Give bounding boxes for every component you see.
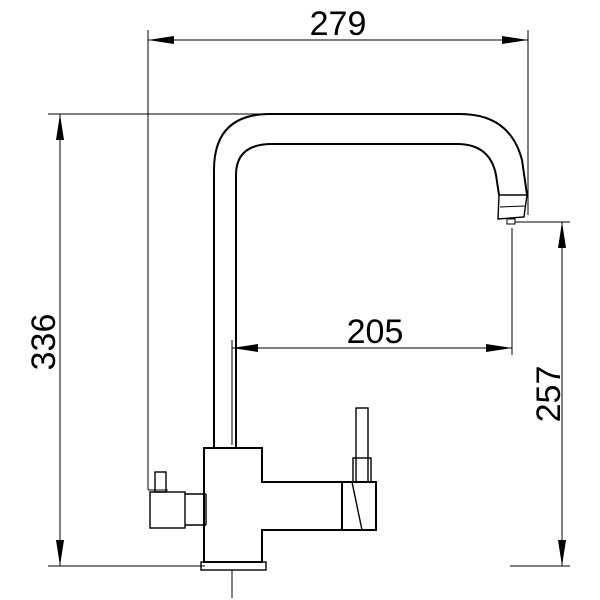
width-arrow-right <box>502 36 528 44</box>
reach-dimension: 205 <box>231 228 513 445</box>
height-label: 336 <box>25 314 63 371</box>
height-arrow-top <box>56 114 64 140</box>
spout-height-dimension: 257 <box>510 221 570 567</box>
lever-handle <box>355 407 369 483</box>
width-arrow-left <box>148 36 174 44</box>
lever-wedge <box>342 481 363 531</box>
reach-arrow-left <box>232 344 258 352</box>
spout-outer <box>213 113 528 448</box>
reach-arrow-right <box>486 344 512 352</box>
base-plate <box>200 561 267 571</box>
spout-inner <box>235 143 500 448</box>
height-arrow-bottom <box>56 540 64 566</box>
mixer-body <box>203 447 343 563</box>
spout-height-arrow-bottom <box>558 540 566 566</box>
aerator-nozzle <box>497 194 528 220</box>
spout-height-arrow-top <box>558 222 566 248</box>
width-label: 279 <box>310 5 367 43</box>
reach-label: 205 <box>347 313 404 351</box>
aerator-tip <box>506 218 516 225</box>
aerator-ring <box>499 205 526 208</box>
width-dimension: 279 <box>147 5 529 490</box>
lever-housing <box>342 481 377 531</box>
height-dimension: 336 <box>25 113 462 567</box>
lever-collar <box>352 457 372 483</box>
faucet-outline <box>148 113 528 598</box>
filter-lever-handle <box>154 471 167 493</box>
spout-height-label: 257 <box>530 366 568 423</box>
filter-valve <box>149 491 186 529</box>
